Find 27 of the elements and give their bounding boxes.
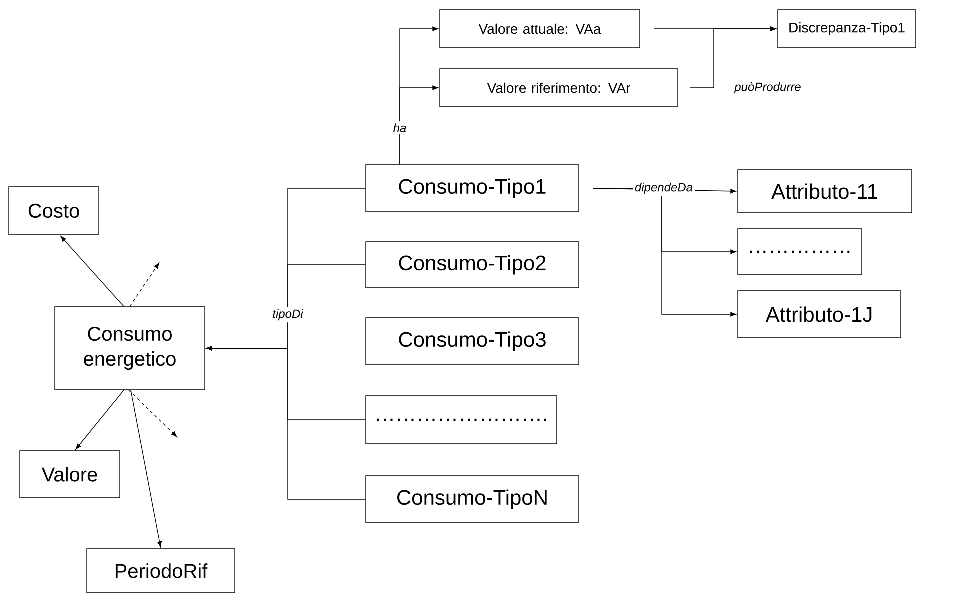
arrow xyxy=(130,262,160,307)
edge-label: ha xyxy=(391,122,409,134)
edge-label: puòProdurre xyxy=(732,80,804,96)
arrow xyxy=(206,346,366,500)
concept-box: Consumo-Tipo3 xyxy=(366,318,580,366)
concept-box: ……………………. xyxy=(366,396,558,444)
arrow xyxy=(128,390,178,438)
concept-box: Consumo energetico xyxy=(54,306,206,390)
concept-box: Costo xyxy=(8,186,100,236)
concept-box: Consumo-TipoN xyxy=(366,476,580,524)
concept-box: Attributo-11 xyxy=(738,170,912,214)
arrow xyxy=(76,390,124,450)
concept-box: Valore riferimento: VAr xyxy=(440,68,678,108)
concept-box: PeriodoRif xyxy=(86,548,236,594)
edge-label: tipoDi xyxy=(270,307,306,323)
concept-box: Discrepanza-Tipo1 xyxy=(778,10,916,48)
arrow xyxy=(130,390,162,548)
concept-box: Valore attuale: VAa xyxy=(440,10,640,48)
concept-box: …………… xyxy=(738,228,862,276)
concept-box: Consumo-Tipo2 xyxy=(366,242,580,288)
arrow xyxy=(690,26,776,88)
arrow xyxy=(400,86,438,165)
arrow xyxy=(60,236,124,307)
edge-label: dipendeDa xyxy=(632,180,696,196)
concept-box: Attributo-1J xyxy=(738,290,902,338)
concept-box: Valore xyxy=(20,450,120,498)
concept-box: Consumo-Tipo1 xyxy=(366,164,580,212)
